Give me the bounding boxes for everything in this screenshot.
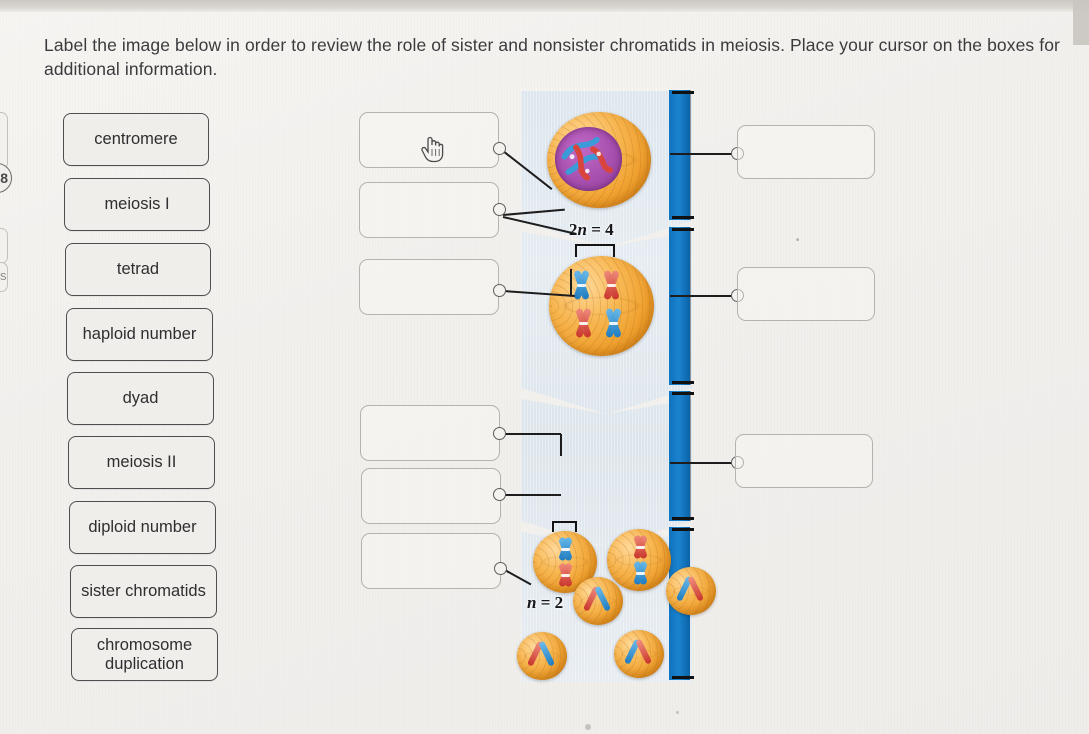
chip-label: meiosis II (106, 453, 177, 471)
gamete-cell-1 (573, 577, 623, 625)
word-bank-chip-meiosis-i[interactable]: meiosis I (64, 178, 210, 231)
gamete-chromosomes-3 (526, 640, 556, 668)
diagram-label-haploid-number: n = 2 (527, 593, 564, 612)
paper-speck-1 (585, 724, 591, 730)
meiosis-diagram-panel: 2n = 4 n = 2 (517, 88, 716, 682)
leader-line-right-3 (670, 462, 732, 464)
paper-speck-4 (797, 239, 799, 241)
bracket-stage-1 (669, 90, 694, 220)
connector-node-left-6 (494, 562, 507, 575)
chip-label: haploid number (82, 325, 197, 343)
spindle-fibers (573, 577, 623, 625)
word-bank-chip-centromere[interactable]: centromere (63, 113, 209, 166)
word-bank-chip-chromosome-duplication[interactable]: chromosome duplication (71, 628, 218, 681)
diagram-band-stage1 (521, 88, 692, 91)
word-bank-chip-meiosis-ii[interactable]: meiosis II (68, 436, 215, 489)
drop-box-left-1[interactable] (359, 112, 499, 168)
word-bank-chip-dyad[interactable]: dyad (67, 372, 214, 425)
gamete-chromosomes-2 (675, 575, 705, 603)
connector-node-left-4 (493, 427, 506, 440)
chromosome-red-3 (555, 562, 573, 588)
chromosome-red-2 (573, 307, 593, 339)
page-instruction: Label the image below in order to review… (44, 35, 1060, 79)
leader-line-right-2 (670, 295, 732, 297)
page-top-edge-strip (0, 0, 1089, 12)
chromosome-blue-4 (630, 560, 648, 586)
chip-label: meiosis I (104, 195, 170, 213)
drop-box-right-3[interactable] (735, 434, 873, 488)
gamete-cell-4 (614, 630, 664, 678)
chromosome-red-4 (630, 534, 648, 560)
leader-line-left-3v (570, 269, 572, 295)
spindle-fibers (614, 630, 664, 678)
diagram-label-diploid-number: 2n = 4 (569, 220, 614, 239)
drop-box-right-1[interactable] (737, 125, 875, 179)
chromosome-blue-2 (603, 307, 623, 339)
drop-box-left-4[interactable] (360, 405, 500, 461)
spindle-fibers (549, 256, 654, 356)
drop-box-left-6[interactable] (361, 533, 501, 589)
edge-fragment-box-middle (0, 228, 8, 264)
drop-box-left-2[interactable] (359, 182, 499, 238)
word-bank-chip-haploid-number[interactable]: haploid number (66, 308, 213, 361)
bracket-stage-3 (669, 391, 694, 521)
drop-box-right-2[interactable] (737, 267, 875, 321)
edge-fragment-box-top (0, 112, 8, 170)
connector-node-left-2 (493, 203, 506, 216)
tetrad-indicator-bracket (575, 244, 615, 257)
drop-box-left-5[interactable] (361, 468, 501, 524)
leader-line-right-1 (670, 153, 732, 155)
cell-meiosis-ii-right (607, 529, 671, 591)
leader-line-left-4v (560, 434, 562, 456)
chip-label: diploid number (88, 518, 197, 536)
chromosome-blue-1 (571, 269, 591, 301)
word-bank-chip-sister-chromatids[interactable]: sister chromatids (70, 565, 217, 618)
leader-line-left-4 (503, 433, 561, 435)
chip-label: dyad (122, 389, 159, 407)
connector-node-left-1 (493, 142, 506, 155)
edge-fragment-label: s (0, 268, 7, 283)
page-right-edge-strip (1073, 0, 1089, 45)
word-bank-chip-tetrad[interactable]: tetrad (65, 243, 211, 296)
spindle-fibers (666, 567, 716, 615)
drop-box-left-3[interactable] (359, 259, 499, 315)
dyad-indicator-bracket (552, 521, 577, 532)
stage-separator-2 (521, 388, 692, 414)
chromosome-blue-3 (555, 536, 573, 562)
paper-speck-2 (676, 711, 679, 714)
chromatin-threads (561, 137, 614, 181)
cell-meiosis-i (549, 256, 654, 356)
chip-label: chromosome duplication (96, 635, 193, 673)
gamete-chromosomes-1 (582, 585, 612, 613)
gamete-cell-2 (666, 567, 716, 615)
chromosome-red-1 (601, 269, 621, 301)
cell-interphase (547, 112, 651, 208)
leader-line-left-5 (503, 494, 561, 496)
bracket-stage-2 (669, 227, 694, 385)
gamete-cell-3 (517, 632, 567, 680)
word-bank-chip-diploid-number[interactable]: diploid number (69, 501, 216, 554)
chip-label: sister chromatids (81, 582, 206, 600)
spindle-fibers (517, 632, 567, 680)
chip-label: tetrad (116, 260, 160, 278)
connector-node-left-3 (493, 284, 506, 297)
chip-label: centromere (94, 130, 178, 148)
connector-node-left-5 (493, 488, 506, 501)
cell-nucleus (555, 127, 622, 191)
paper-speck-3 (796, 238, 799, 241)
gamete-chromosomes-4 (623, 638, 653, 666)
